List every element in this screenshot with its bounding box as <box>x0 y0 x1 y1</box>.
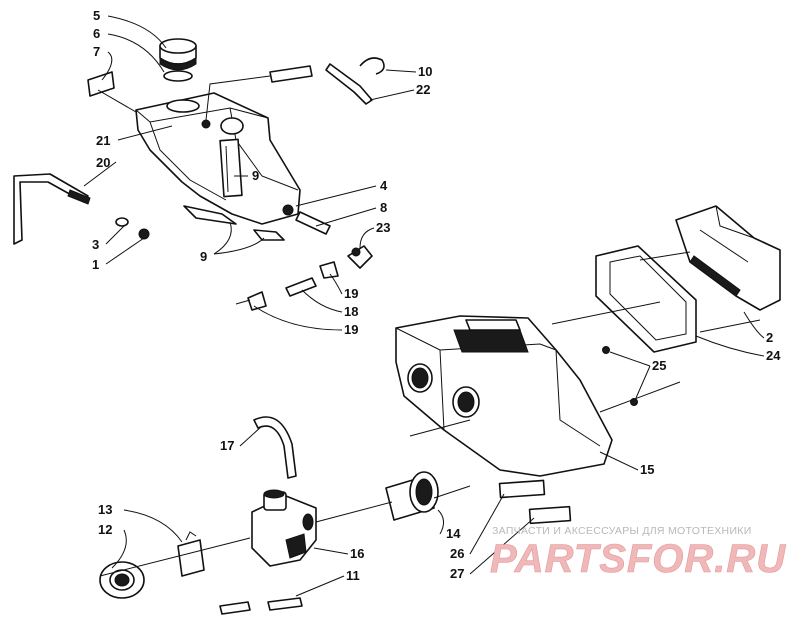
callout-25: 25 <box>652 358 666 373</box>
fuel-clamp-upper <box>319 261 339 279</box>
fuel-tank-group <box>87 38 385 241</box>
callout-2: 2 <box>766 330 773 345</box>
watermark: ЗАПЧАСТИ И АКСЕССУАРЫ ДЛЯ МОТОТЕХНИКИ PA… <box>490 525 786 581</box>
callout-15: 15 <box>640 462 654 477</box>
fuel-clamp-lower <box>247 291 267 311</box>
callout-numbers: 5 6 7 21 20 3 1 9 9 4 8 10 22 23 19 18 1… <box>92 8 781 583</box>
watermark-caption: ЗАПЧАСТИ И АКСЕССУАРЫ ДЛЯ МОТОТЕХНИКИ <box>492 525 752 537</box>
callout-leaders <box>83 15 765 597</box>
callout-13: 13 <box>98 502 112 517</box>
callout-7: 7 <box>93 44 100 59</box>
fuel-line-group <box>235 245 373 311</box>
callout-19-upper: 19 <box>344 286 358 301</box>
fuel-elbow <box>347 245 373 269</box>
callout-9-upper: 9 <box>252 168 259 183</box>
callout-22: 22 <box>416 82 430 97</box>
callout-12: 12 <box>98 522 112 537</box>
tank-hose <box>295 211 331 235</box>
callout-16: 16 <box>350 546 364 561</box>
callout-11: 11 <box>346 568 360 583</box>
fuel-filter <box>285 277 317 297</box>
callout-27: 27 <box>450 566 464 581</box>
filler-neck <box>166 99 200 113</box>
callout-21: 21 <box>96 133 110 148</box>
carburetor-group <box>99 416 439 615</box>
callout-23: 23 <box>376 220 390 235</box>
air-box-group <box>395 315 613 477</box>
air-intake-group <box>595 205 781 406</box>
tank-strap <box>13 173 89 245</box>
watermark-logo: PARTSFOR.RU <box>490 537 786 581</box>
callout-8: 8 <box>380 200 387 215</box>
strap-nut <box>138 228 150 240</box>
callout-14: 14 <box>446 526 461 541</box>
callout-24: 24 <box>766 348 781 363</box>
tank-strap-group <box>13 173 150 245</box>
carb-fuel-hose <box>253 416 297 479</box>
callout-10: 10 <box>418 64 432 79</box>
strap-washer <box>115 217 129 227</box>
fuel-tank <box>135 92 301 225</box>
callout-6: 6 <box>93 26 100 41</box>
fuel-decal <box>87 71 115 97</box>
callout-19-lower: 19 <box>344 322 358 337</box>
callout-9-lower: 9 <box>200 249 207 264</box>
callout-26: 26 <box>450 546 464 561</box>
tank-outlet <box>282 204 294 216</box>
callout-17: 17 <box>220 438 234 453</box>
intake-cover <box>675 205 781 311</box>
callout-5: 5 <box>93 8 100 23</box>
carb-vent-hose-2 <box>267 597 303 611</box>
intake-gasket <box>595 245 697 353</box>
filler-gasket <box>163 70 193 82</box>
tank-pad-rear <box>253 229 285 241</box>
mount-screw-1 <box>602 346 610 354</box>
callout-1: 1 <box>92 257 99 272</box>
tank-vent-cap <box>220 117 244 135</box>
air-box-pad-2 <box>528 505 572 525</box>
callout-20: 20 <box>96 155 110 170</box>
callout-18: 18 <box>344 304 358 319</box>
callout-3: 3 <box>92 237 99 252</box>
vent-hose <box>269 65 313 83</box>
air-box-pad-1 <box>498 479 546 499</box>
fuel-level-window <box>219 138 243 198</box>
carb-vent-hose-1 <box>219 601 251 615</box>
vent-clamp <box>359 57 385 75</box>
air-box <box>395 315 613 477</box>
vent-line <box>325 63 373 105</box>
carb-clamp <box>177 539 205 577</box>
callout-4: 4 <box>380 178 388 193</box>
tank-pad-front <box>183 205 237 225</box>
